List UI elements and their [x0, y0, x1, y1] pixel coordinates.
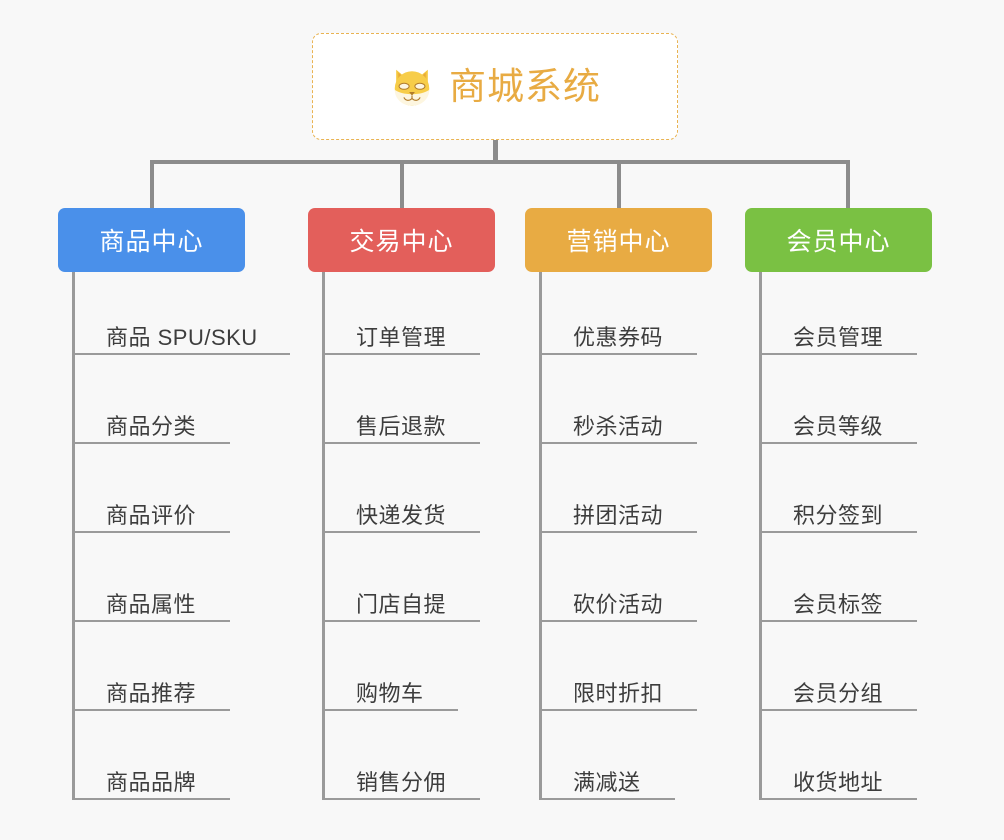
leaf-item-label: 会员等级: [793, 414, 884, 439]
leaf-item-label: 优惠券码: [573, 325, 664, 350]
leaf-item[interactable]: 快递发货: [322, 485, 480, 533]
leaf-item[interactable]: 拼团活动: [539, 485, 697, 533]
column-trunk-line-2: [322, 272, 325, 800]
leaf-item-label: 快递发货: [356, 503, 447, 528]
root-node[interactable]: 商城系统: [312, 33, 678, 140]
column-trunk-line-4: [759, 272, 762, 800]
leaf-item[interactable]: 商品分类: [72, 396, 230, 444]
root-stem-connector: [493, 140, 498, 163]
leaf-item[interactable]: 满减送: [539, 752, 675, 800]
leaf-item[interactable]: 购物车: [322, 663, 458, 711]
leaf-item-label: 会员管理: [793, 325, 884, 350]
category-header-label-1: 商品中心: [99, 228, 204, 256]
leaf-item[interactable]: 销售分佣: [322, 752, 480, 800]
leaf-item-label: 商品属性: [106, 592, 197, 617]
leaf-item[interactable]: 商品属性: [72, 574, 230, 622]
category-header-2[interactable]: 交易中心: [308, 208, 495, 272]
leaf-item-label: 商品品牌: [106, 770, 197, 795]
column-trunk-line-1: [72, 272, 75, 800]
category-header-4[interactable]: 会员中心: [745, 208, 932, 272]
leaf-item-label: 拼团活动: [573, 503, 664, 528]
leaf-item[interactable]: 积分签到: [759, 485, 917, 533]
leaf-item[interactable]: 商品 SPU/SKU: [72, 307, 290, 355]
leaf-item-label: 销售分佣: [356, 770, 447, 795]
leaf-item[interactable]: 收货地址: [759, 752, 917, 800]
branch-drop-connector-4: [846, 160, 850, 208]
branch-drop-connector-1: [150, 160, 154, 208]
root-title: 商城系统: [449, 66, 601, 107]
leaf-item-label: 售后退款: [356, 414, 447, 439]
leaf-item-label: 满减送: [573, 770, 641, 795]
leaf-item-label: 订单管理: [356, 325, 447, 350]
category-header-label-4: 会员中心: [786, 228, 891, 256]
leaf-item[interactable]: 砍价活动: [539, 574, 697, 622]
leaf-item-label: 收货地址: [793, 770, 884, 795]
leaf-item-label: 购物车: [356, 681, 424, 706]
leaf-item-label: 商品分类: [106, 414, 197, 439]
leaf-item-label: 商品推荐: [106, 681, 197, 706]
leaf-item[interactable]: 门店自提: [322, 574, 480, 622]
leaf-item-label: 会员标签: [793, 592, 884, 617]
leaf-item[interactable]: 售后退款: [322, 396, 480, 444]
leaf-item-label: 会员分组: [793, 681, 884, 706]
category-header-3[interactable]: 营销中心: [525, 208, 712, 272]
category-header-1[interactable]: 商品中心: [58, 208, 245, 272]
leaf-item[interactable]: 会员等级: [759, 396, 917, 444]
leaf-item-label: 商品评价: [106, 503, 197, 528]
category-header-label-2: 交易中心: [349, 228, 454, 256]
leaf-item-label: 门店自提: [356, 592, 447, 617]
leaf-item[interactable]: 订单管理: [322, 307, 480, 355]
branch-drop-connector-2: [400, 160, 404, 208]
leaf-item[interactable]: 会员分组: [759, 663, 917, 711]
leaf-item[interactable]: 限时折扣: [539, 663, 697, 711]
leaf-item[interactable]: 会员管理: [759, 307, 917, 355]
branch-drop-connector-3: [617, 160, 621, 208]
leaf-item[interactable]: 商品推荐: [72, 663, 230, 711]
leaf-item[interactable]: 优惠券码: [539, 307, 697, 355]
column-trunk-line-3: [539, 272, 542, 800]
horizontal-bus-connector: [150, 160, 850, 164]
leaf-item[interactable]: 商品品牌: [72, 752, 230, 800]
leaf-item-label: 秒杀活动: [573, 414, 664, 439]
leaf-item[interactable]: 商品评价: [72, 485, 230, 533]
leaf-item-label: 商品 SPU/SKU: [106, 325, 258, 350]
category-header-label-3: 营销中心: [566, 228, 671, 256]
leaf-item-label: 砍价活动: [573, 592, 664, 617]
leaf-item[interactable]: 秒杀活动: [539, 396, 697, 444]
leaf-item[interactable]: 会员标签: [759, 574, 917, 622]
shiba-dog-emoji-icon: [389, 64, 435, 110]
leaf-item-label: 限时折扣: [573, 681, 664, 706]
leaf-item-label: 积分签到: [793, 503, 884, 528]
